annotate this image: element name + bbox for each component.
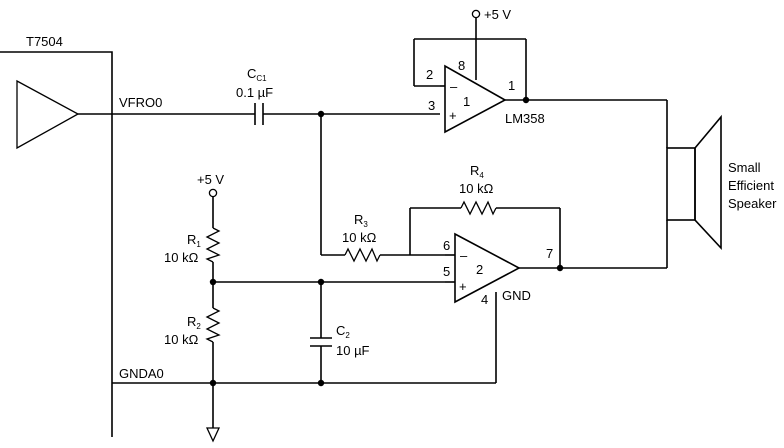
opamp2-gnd-label: GND [502,288,531,303]
r2-label: R2 [187,314,201,331]
junction-dot [317,379,325,387]
c2-value: 10 µF [336,343,370,358]
pin-vfro0-label: VFRO0 [119,95,162,110]
speaker-label-line2: Efficient [728,178,774,193]
r3-value: 10 kΩ [342,230,377,245]
t7504-chip: T7504 VFRO0 GNDA0 [0,34,164,437]
junction-dot [556,264,564,272]
junctions [209,96,564,387]
opamp1-pin-out: 1 [508,78,515,93]
opamp-triangle-icon [444,64,507,134]
opamp-2: – + 2 6 5 4 7 GND [443,232,553,307]
wires [112,18,668,428]
opamp2-pin-noninv: 5 [443,264,450,279]
opamp2-plus: + [459,279,467,294]
opamp1-pin-inv: 2 [426,67,433,82]
speaker: Small Efficient Speaker [666,114,777,251]
opamp1-pin-vcc: 8 [458,58,465,73]
opamp2-minus: – [460,248,468,263]
cc1-value: 0.1 µF [236,85,273,100]
r4-value: 10 kΩ [459,181,494,196]
opamp2-number: 2 [476,262,483,277]
speaker-label-line1: Small [728,160,761,175]
resistor-r3: R3 10 kΩ [342,212,381,263]
supply-left-label: +5 V [197,172,224,187]
resistor-r2: R2 10 kΩ [164,307,221,347]
terminal-circle-icon [471,9,481,19]
supply-left: +5 V [197,172,224,198]
c2-label: C2 [336,323,350,340]
junction-dot [209,278,217,286]
opamp2-pin-gnd: 4 [481,292,488,307]
r4-label: R4 [470,163,484,180]
opamp-1: – + 1 2 3 8 1 LM358 [426,58,545,134]
speaker-cone-icon [694,114,722,251]
opamp2-pin-inv: 6 [443,238,450,253]
junction-dot [317,110,325,118]
opamp1-minus: – [450,79,458,94]
r1-value: 10 kΩ [164,250,199,265]
cc1-label: CC1 [247,66,267,83]
capacitor-c2: C2 10 µF [310,323,370,358]
chip-name: T7504 [26,34,63,49]
junction-dot [209,379,217,387]
buffer-triangle-icon [16,79,80,150]
junction-dot [317,278,325,286]
opamp1-pin-noninv: 3 [428,98,435,113]
resistor-r4: R4 10 kΩ [459,163,497,216]
r2-value: 10 kΩ [164,332,199,347]
supply-top: +5 V [471,7,511,22]
r1-label: R1 [187,232,201,249]
speaker-icon [666,147,696,221]
ground-arrow-icon [205,427,221,443]
opamp1-plus: + [449,108,457,123]
opamp2-pin-out: 7 [546,246,553,261]
opamp1-part: LM358 [505,111,545,126]
supply-top-label: +5 V [484,7,511,22]
capacitor-cc1: CC1 0.1 µF [236,66,273,125]
opamp-triangle-icon [454,232,521,304]
terminal-circle-icon [208,188,218,198]
pin-gnda0-label: GNDA0 [119,366,164,381]
opamp1-number: 1 [463,94,470,109]
speaker-label-line3: Speaker [728,196,777,211]
resistor-r1: R1 10 kΩ [164,227,221,265]
r3-label: R3 [354,212,368,229]
